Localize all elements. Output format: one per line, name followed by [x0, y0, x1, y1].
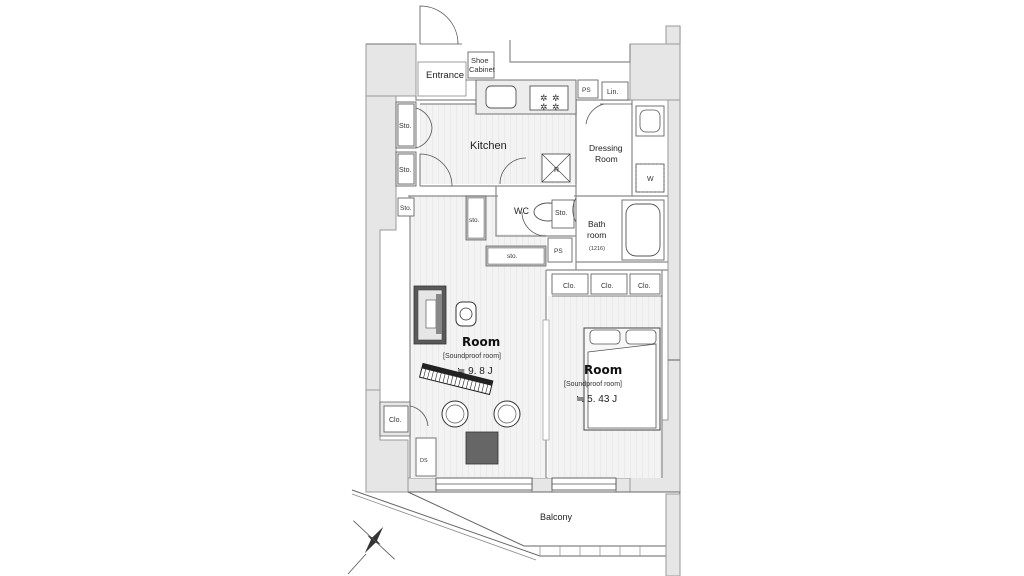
label-w: W: [647, 176, 654, 183]
label-shoe-2: Cabinet: [469, 65, 496, 74]
label-clo-2: Clo.: [601, 283, 614, 290]
label-ds: DS: [420, 458, 428, 464]
room-storage-strips: [465, 195, 547, 267]
shoe-cabinet: [467, 51, 495, 79]
svg-text:✲: ✲: [552, 102, 560, 112]
label-sto-left-1: Sto.: [399, 123, 412, 130]
label-bath-2: room: [587, 230, 606, 240]
label-room-right-size: ≒ 5. 43 J: [576, 394, 617, 405]
linen-box: [601, 81, 629, 101]
entrance-door: [419, 5, 495, 81]
label-room-left-sub: [Soundproof room]: [443, 353, 501, 360]
label-shoe-1: Shoe: [471, 56, 489, 65]
office-chair: [455, 301, 477, 327]
svg-text:✲: ✲: [540, 93, 548, 103]
bathroom-fixtures: [547, 198, 666, 263]
label-lin: Lin.: [607, 89, 618, 96]
dressing-room-fixtures: [585, 103, 665, 193]
bathtub: [621, 199, 665, 261]
balcony-area: [351, 489, 681, 576]
kitchen-counter: ✲ ✲ ✲ ✲: [475, 79, 629, 115]
sink: [485, 85, 517, 109]
right-room-closets: [551, 273, 662, 297]
label-r: R: [554, 167, 559, 174]
wc-fixtures: [498, 188, 577, 237]
stools-table: [441, 400, 521, 465]
label-ps-top: PS: [582, 87, 591, 94]
washbasin: [635, 105, 665, 137]
label-entrance: Entrance: [426, 70, 464, 81]
label-clo-left: Clo.: [389, 417, 402, 424]
label-room-left-size: ≒ 9. 8 J: [457, 366, 493, 377]
svg-text:✲: ✲: [552, 93, 560, 103]
label-sto-left-2: Sto.: [399, 167, 412, 174]
label-ps-mid: PS: [554, 248, 563, 255]
square-table: [465, 431, 499, 465]
label-room-right: Room: [584, 363, 622, 377]
label-balcony: Balcony: [540, 512, 573, 522]
label-dressing-1: Dressing: [589, 143, 623, 153]
label-clo-1: Clo.: [563, 283, 576, 290]
ps-top-box: [577, 79, 599, 99]
labels: Entrance Shoe Cabinet PS Lin. Sto. Sto. …: [389, 56, 654, 522]
label-sto-left-3: Sto.: [400, 205, 412, 212]
label-kitchen: Kitchen: [470, 140, 507, 152]
windows: [435, 359, 680, 491]
svg-text:✲: ✲: [540, 102, 548, 112]
desk-area: [413, 285, 477, 345]
label-sto-horiz: sto.: [507, 253, 518, 260]
label-sto-vert: sto.: [469, 217, 480, 224]
ds-box: [415, 437, 437, 477]
left-closet-ds: [379, 401, 437, 477]
label-room-left: Room: [462, 335, 500, 349]
stove: [529, 85, 569, 111]
bed: [583, 327, 661, 431]
label-wc: WC: [514, 206, 529, 216]
keyboard-instrument: [419, 362, 494, 396]
entrance-floor: [417, 61, 467, 97]
left-storage: [395, 101, 527, 217]
refrigerator: [541, 153, 571, 183]
label-bath-size: (1216): [589, 246, 605, 252]
label-clo-3: Clo.: [638, 283, 651, 290]
label-bath-1: Bath: [588, 219, 606, 229]
label-sto-wc: Sto.: [555, 210, 568, 217]
label-dressing-2: Room: [595, 154, 618, 164]
ps-mid-box: [547, 237, 573, 263]
compass-icon: [347, 520, 395, 575]
label-room-right-sub: [Soundproof room]: [564, 381, 622, 388]
